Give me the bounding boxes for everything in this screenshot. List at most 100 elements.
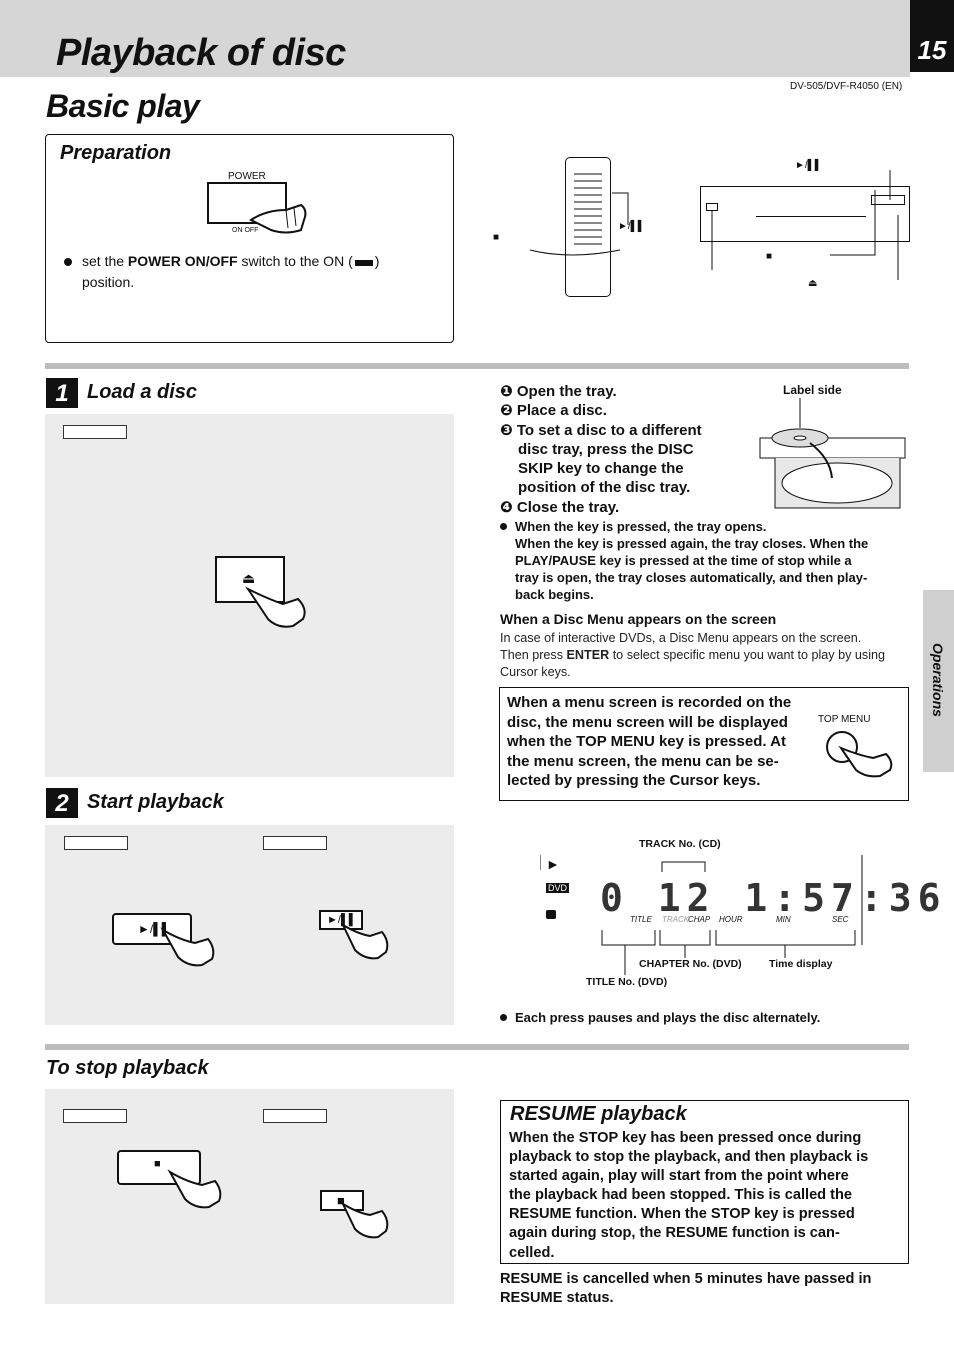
- load-step-item: ❶ Open the tray.: [500, 383, 617, 400]
- load-disc-title: Load a disc: [87, 381, 198, 403]
- header-band: [0, 0, 910, 77]
- play-indicator-icon: ►: [546, 856, 560, 872]
- load-disc-panel: ⏏: [45, 414, 454, 777]
- label-side-caption: Label side: [783, 383, 842, 397]
- bullet-dot: [500, 1014, 507, 1021]
- preparation-title: Preparation: [60, 142, 172, 164]
- remote-stop-symbol: ■: [493, 232, 500, 243]
- key-label-box: [63, 425, 127, 439]
- note-line: When the key is pressed again, the tray …: [515, 536, 869, 551]
- load-step-item: SKIP key to change the: [518, 460, 684, 478]
- remote-control-illustration: [565, 157, 611, 297]
- top-menu-button[interactable]: [826, 731, 858, 763]
- disc-menu-line: Then press ENTER to select specific menu…: [500, 648, 885, 662]
- stop-playback-panel: ■ ■: [45, 1089, 454, 1304]
- load-steps-list: ❶ Open the tray. ❷ Place a disc. ❸ To se…: [500, 382, 702, 517]
- section-rule: [45, 1044, 909, 1050]
- bullet-text-bold: POWER ON/OFF: [127, 253, 238, 269]
- preparation-bullet: set the POWER ON/OFF switch to the ON ()…: [64, 251, 444, 293]
- bullet-dot: [500, 523, 507, 530]
- side-tab-operations: Operations: [923, 590, 954, 772]
- top-menu-box: When a menu screen is recorded on the di…: [499, 687, 909, 801]
- hand-press-icon: [249, 203, 307, 234]
- note-line: PLAY/PAUSE key is pressed at the time of…: [515, 553, 852, 568]
- unit-title: TITLE: [630, 915, 652, 924]
- start-playback-panel: ►/▌▌ ►/▌▌: [45, 825, 454, 1025]
- load-step-item: ❹ Close the tray.: [500, 498, 620, 516]
- key-label-box: [263, 1109, 327, 1123]
- disc-tray-illustration: [759, 398, 906, 509]
- preparation-box: Preparation POWER ON OFF set the POWER O…: [45, 134, 454, 343]
- step-badge-2: 2: [46, 788, 78, 818]
- load-step-item: disc tray, press the DISC: [518, 440, 694, 458]
- unit-min: MIN: [776, 915, 791, 924]
- hand-press-icon: [838, 745, 893, 778]
- stop-button-remote[interactable]: ■: [320, 1190, 364, 1211]
- stop-playback-title: To stop playback: [46, 1057, 209, 1079]
- stop-button-player[interactable]: ■: [117, 1150, 201, 1185]
- load-notes: When the key is pressed, the tray opens.…: [500, 518, 868, 603]
- load-step-item: position of the disc tray.: [518, 479, 691, 497]
- note-line: When the key is pressed, the tray opens.: [500, 518, 868, 535]
- page-title: Playback of disc: [56, 32, 346, 74]
- pause-note: Each press pauses and plays the disc alt…: [500, 1009, 820, 1026]
- unit-sec: SEC: [832, 915, 849, 924]
- bullet-text-mid: switch to the ON (: [237, 253, 353, 269]
- lock-icon: [546, 910, 556, 919]
- switch-on-icon: [354, 260, 373, 266]
- step-badge-1: 1: [46, 378, 78, 408]
- bullet-text-suffix: ): [374, 253, 380, 269]
- bullet-text-prefix: set the: [82, 253, 128, 269]
- disc-menu-line: Cursor keys.: [500, 665, 571, 679]
- play-pause-icon: ►/▌▌: [327, 914, 357, 926]
- hand-press-icon: [160, 927, 215, 967]
- bullet-dot: [64, 258, 72, 266]
- unit-hour: HOUR: [719, 915, 743, 924]
- time-display-label: Time display: [769, 958, 833, 970]
- title-number-label: TITLE No. (DVD): [586, 976, 668, 988]
- disc-menu-text: In case of interactive DVDs, a Disc Menu…: [500, 630, 910, 681]
- player-buttons: [871, 195, 905, 205]
- resume-box: RESUME playback When the STOP key has be…: [500, 1100, 909, 1264]
- top-menu-text: When a menu screen is recorded on the di…: [507, 694, 792, 789]
- power-label: POWER: [228, 171, 266, 182]
- enter-key-text: ENTER: [566, 648, 610, 662]
- resume-text: When the STOP key has been pressed once …: [509, 1130, 869, 1261]
- page-number: 15: [910, 0, 954, 72]
- play-pause-icon: ►/▌▌: [138, 922, 171, 936]
- segment-display: 0 12 1:57:36: [600, 876, 947, 920]
- hand-press-icon: [340, 1201, 389, 1239]
- player-callout-lines: [711, 170, 899, 280]
- hand-press-icon: [245, 586, 306, 628]
- eject-button[interactable]: ⏏: [215, 556, 285, 603]
- remote-play-pause-symbol: ►/▌▌: [618, 221, 645, 232]
- hand-press-icon: [340, 922, 389, 960]
- remote-buttons: [574, 168, 602, 248]
- unit-track: TRACK: [662, 915, 690, 924]
- stop-icon: ■: [154, 1158, 161, 1170]
- disc-menu-line: In case of interactive DVDs, a Disc Menu…: [500, 631, 862, 645]
- resume-cancel-note: RESUME is cancelled when 5 minutes have …: [500, 1271, 872, 1306]
- player-eject-symbol: ⏏: [808, 278, 818, 289]
- start-playback-title: Start playback: [87, 791, 224, 813]
- load-step-item: ❷ Place a disc.: [500, 402, 607, 420]
- remote-callout-lines: [529, 192, 629, 256]
- player-tray: [756, 192, 866, 217]
- key-label-box: [263, 836, 327, 850]
- disc-menu-title: When a Disc Menu appears on the screen: [500, 611, 777, 627]
- display-callout-lines: [540, 855, 863, 975]
- load-step-item: ❸ To set a disc to a different: [500, 421, 702, 439]
- note-line: tray is open, the tray closes automatica…: [515, 570, 868, 585]
- player-play-pause-symbol: ►/▌▌: [795, 160, 822, 171]
- model-number: DV-505/DVF-R4050 (EN): [790, 81, 903, 92]
- top-menu-key-label: TOP MENU: [818, 714, 871, 725]
- section-rule: [45, 363, 909, 369]
- bullet-text-line2: position.: [82, 274, 135, 290]
- section-title: Basic play: [46, 88, 200, 124]
- hand-press-icon: [167, 1169, 222, 1209]
- play-pause-button-remote[interactable]: ►/▌▌: [319, 910, 363, 930]
- chapter-number-label: CHAPTER No. (DVD): [639, 958, 742, 970]
- track-number-label: TRACK No. (CD): [639, 838, 721, 850]
- dvd-badge: DVD: [546, 883, 570, 893]
- key-label-box: [63, 1109, 127, 1123]
